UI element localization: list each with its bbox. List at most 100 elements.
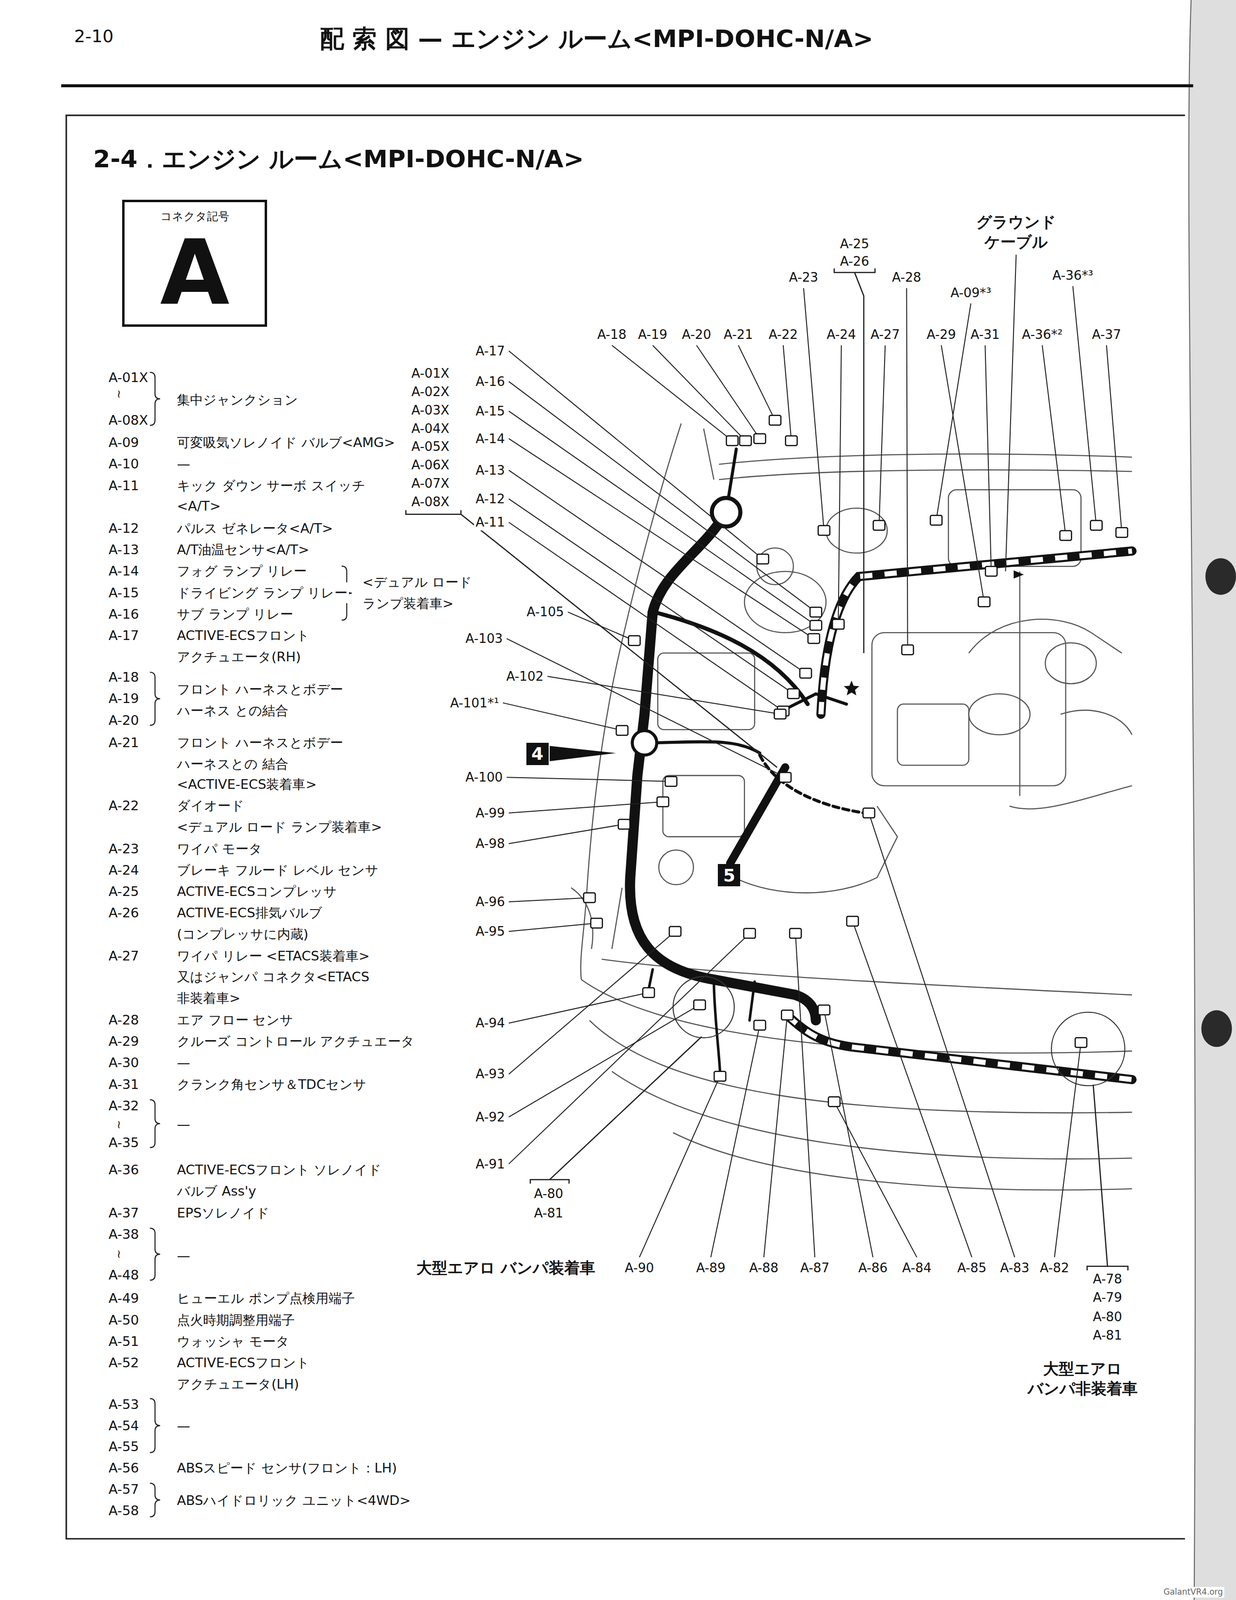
leader-line (611, 345, 732, 441)
connector-symbol (642, 987, 655, 998)
zoom-circle (673, 976, 735, 1038)
text-label: フォグ ランプ リレー (175, 560, 309, 582)
group-brace (149, 372, 160, 426)
text-label: A-81 (532, 1204, 565, 1221)
connector-symbol (832, 619, 844, 630)
text-label: A-37 (107, 1202, 141, 1224)
text-label: ACTIVE-ECSフロント アクチュエータ(LH) (175, 1351, 347, 1395)
text-label: A-24 (107, 859, 141, 881)
leader-line (508, 381, 817, 613)
leader-line (508, 411, 817, 626)
callout-label: A-89 (694, 1259, 727, 1276)
text-label: A-50 (107, 1309, 141, 1331)
frame (66, 115, 1186, 1539)
star-symbol (843, 680, 860, 696)
text-label: A-51 (107, 1330, 141, 1352)
text-label: ブレーキ フルード レベル センサ (175, 859, 381, 881)
leader-line (795, 933, 815, 1257)
connector-symbol (618, 819, 631, 829)
leader-line (508, 897, 590, 902)
text-label: A-22 (107, 794, 141, 817)
leader-line (783, 345, 792, 441)
callout-label: A-99 (474, 804, 507, 822)
text-label: — (175, 1244, 192, 1267)
text-label: ヒューエル ポンプ点検用端子 (175, 1287, 357, 1309)
text-label: A-58 (107, 1499, 141, 1522)
leader-line (1005, 254, 1017, 571)
text-label: A-04X (410, 420, 451, 437)
text-label: A-80 (532, 1185, 565, 1202)
body-outline (570, 423, 1132, 1190)
text-label: — (175, 1051, 192, 1074)
text-label: ワイパ モータ (175, 838, 264, 860)
zoom-circle (1051, 1012, 1125, 1086)
box-heading: コネクタ記号 (160, 208, 230, 224)
leader-line (502, 702, 622, 731)
callout-label: A-37 (1090, 326, 1123, 343)
text-label: A-36 (107, 1158, 141, 1181)
group-brace (149, 1398, 160, 1453)
wire-harness (632, 730, 657, 756)
callout-label: A-94 (474, 1014, 507, 1031)
wire-harness (630, 448, 1133, 1080)
connector-symbol (769, 415, 781, 426)
callout-label: A-11 (474, 513, 507, 531)
callout-label: A-88 (747, 1259, 780, 1276)
connector-symbol (1075, 1037, 1087, 1047)
connector-symbol (978, 596, 990, 607)
callout-label: A-19 (636, 326, 669, 343)
page-rule (61, 85, 1193, 87)
group-brace (149, 672, 160, 726)
callout-label: A-95 (474, 922, 507, 940)
text-label: A-16 (107, 603, 141, 625)
leader-line (838, 345, 841, 624)
connector-symbol (669, 926, 682, 936)
callout-label: A-09*³ (949, 284, 993, 302)
engine-parts (1009, 571, 1132, 809)
group-brace (149, 1227, 160, 1280)
connector-symbol (818, 525, 830, 536)
text-label: ACTIVE-ECSフロント ソレノイド バルブ Ass'y (175, 1158, 408, 1202)
connector-symbol (657, 796, 669, 807)
text-label: フロント ハーネスとボデー ハーネスとの 結合 (175, 731, 424, 775)
group-brace (149, 1482, 160, 1517)
body-outline (703, 428, 714, 480)
leader-line (1054, 1042, 1081, 1257)
text-label: A-27 (107, 945, 141, 967)
text-label: A-21 (107, 731, 141, 754)
leader-line (696, 345, 760, 439)
text-label: ≀ (115, 1116, 123, 1132)
callout-label: A-85 (955, 1259, 988, 1276)
connector-letter: A (159, 228, 230, 318)
page-curl (1188, 0, 1196, 1600)
text-label: A-28 (107, 1009, 141, 1031)
text-label: A-52 (107, 1351, 141, 1374)
callout-label: A-87 (798, 1259, 831, 1276)
text-label: A-02X (410, 383, 451, 400)
body-outline (611, 1071, 1132, 1159)
leader-line (824, 1009, 873, 1257)
text-label: A-80 (1091, 1308, 1124, 1325)
callout-label: A-36*³ (1050, 267, 1095, 284)
callout-label: A-98 (474, 835, 507, 852)
text-label: ドライビング ランプ リレー (175, 582, 349, 604)
leader-line (1042, 345, 1066, 536)
connector-symbol (873, 520, 886, 531)
callout-label: A-18 (595, 326, 628, 343)
callout-label: A-15 (474, 402, 507, 420)
text-label: A-55 (107, 1435, 141, 1458)
marker-wedge (549, 745, 617, 761)
text-label: クランク角センサ＆TDCセンサ (175, 1073, 368, 1095)
wire-harness (654, 612, 809, 704)
text-label: A-06X (410, 456, 451, 474)
connector-symbol (757, 554, 769, 564)
leader-line (508, 922, 597, 932)
wire-harness (630, 512, 816, 1021)
group-bracket (530, 1179, 570, 1184)
callout-label: A-100 (463, 768, 505, 786)
wire-harness (787, 1014, 1132, 1080)
text-label: A-01X (107, 366, 150, 389)
text-label: A-12 (107, 517, 141, 539)
connector-symbol (902, 644, 914, 655)
leader-line (1106, 345, 1123, 533)
